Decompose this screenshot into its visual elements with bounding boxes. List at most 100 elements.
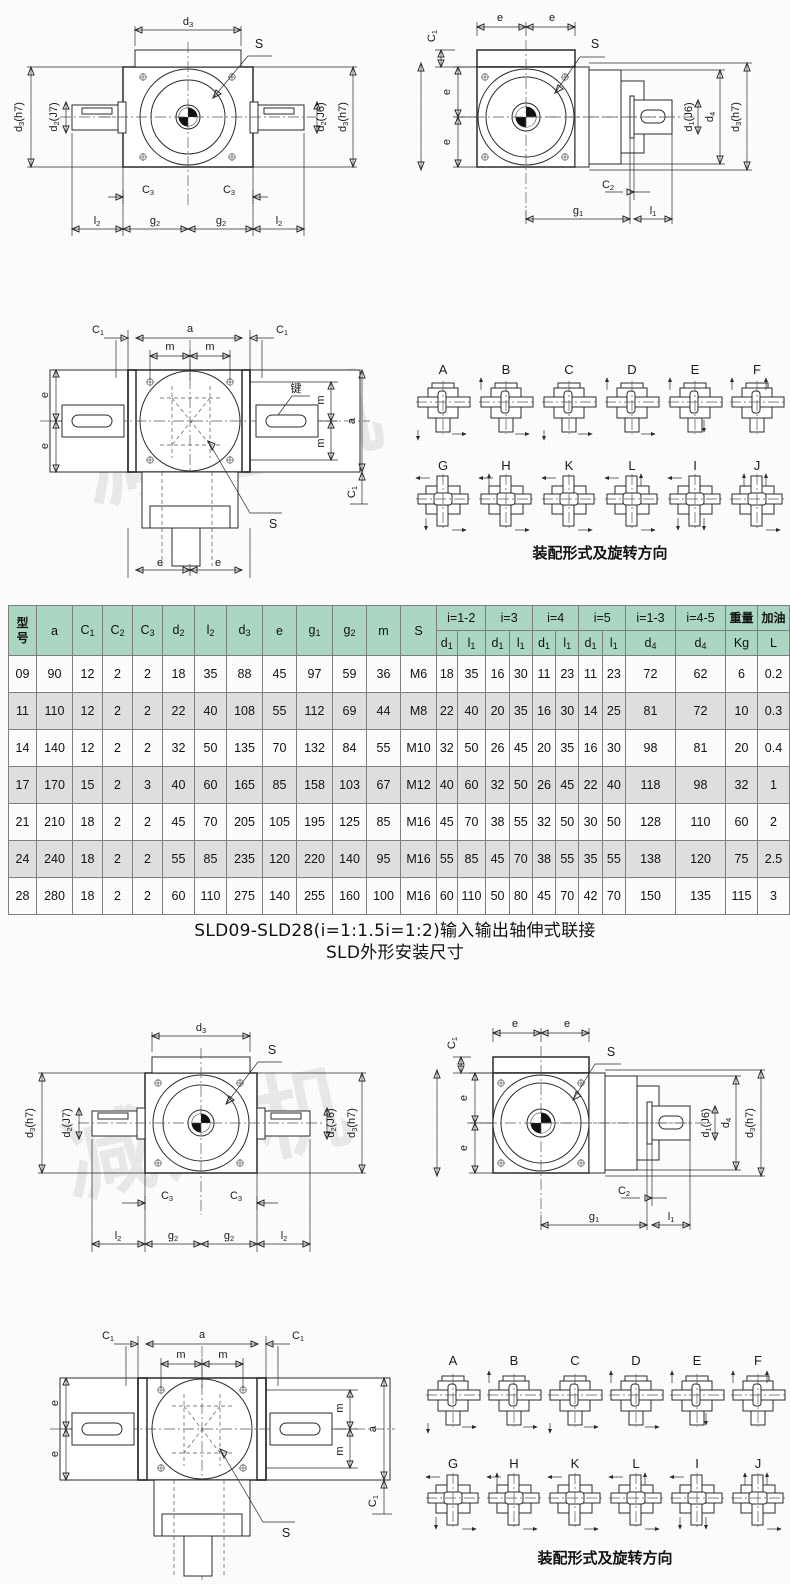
table-cell: 81	[675, 729, 726, 767]
th-kg: Kg	[725, 630, 758, 656]
svg-text:C1: C1	[367, 1495, 380, 1507]
table-cell: 45	[436, 803, 458, 841]
svg-text:g2: g2	[168, 1230, 178, 1243]
table-cell: 21	[8, 803, 37, 841]
table-cell: 14	[578, 692, 603, 730]
table-cell: 70	[555, 877, 580, 915]
table-cell: 2	[102, 729, 133, 767]
table-cell: 84	[332, 729, 367, 767]
drawing-bottom-left: d3 S d3(h7) d2(J7) d2(J6) d3(h7) C3 C3 l…	[0, 1000, 395, 1280]
table-cell: 2	[102, 655, 133, 693]
table-cell: 105	[262, 803, 297, 841]
table-cell: 255	[296, 877, 333, 915]
table-cell: 112	[296, 692, 333, 730]
table-cell: 3	[132, 766, 163, 804]
table-cell: 70	[456, 803, 487, 841]
svg-text:e: e	[549, 12, 555, 24]
table-cell: 110	[194, 877, 227, 915]
table-cell: 2	[132, 729, 163, 767]
table-cell: 16	[578, 729, 603, 767]
table-cell: 30	[578, 803, 603, 841]
mounting-forms-top: A B C D E F G H K L I J 装配形式及旋转方向	[410, 358, 790, 563]
svg-text:g2: g2	[224, 1230, 234, 1243]
table-cell: 140	[262, 877, 297, 915]
svg-text:C1: C1	[446, 1037, 459, 1049]
table-cell: 110	[456, 877, 487, 915]
svg-text:H: H	[501, 458, 510, 473]
th-group-i13: i=1-3	[625, 605, 676, 631]
table-cell: 40	[456, 692, 487, 730]
table-cell: 70	[601, 877, 627, 915]
table-cell: 17	[8, 766, 37, 804]
svg-text:m: m	[165, 341, 174, 353]
th-group-i5: i=5	[578, 605, 626, 631]
table-cell: 45	[555, 766, 580, 804]
table-cell: 195	[296, 803, 333, 841]
svg-text:E: E	[693, 1353, 702, 1368]
svg-text:g1: g1	[573, 205, 583, 218]
svg-text:B: B	[502, 362, 511, 377]
table-cell: M8	[400, 692, 437, 730]
svg-text:F: F	[754, 1353, 762, 1368]
th-c3: C3	[132, 605, 163, 656]
mounting-forms-bottom: A B C D E F G H K L I J 装配形式及旋转方向	[420, 1335, 790, 1580]
svg-text:d3: d3	[183, 16, 193, 29]
table-cell: 95	[366, 840, 401, 878]
table-cell: 55	[555, 840, 580, 878]
svg-text:l2: l2	[94, 215, 101, 228]
svg-text:e: e	[512, 1018, 518, 1030]
table-cell: 2	[757, 803, 790, 841]
th-c1: C1	[72, 605, 103, 656]
svg-text:K: K	[571, 1456, 580, 1471]
table-cell: 50	[456, 729, 487, 767]
table-cell: 36	[366, 655, 401, 693]
svg-text:m: m	[315, 395, 327, 404]
table-cell: 35	[194, 655, 227, 693]
svg-text:m: m	[334, 1446, 346, 1455]
table-cell: 40	[194, 692, 227, 730]
table-cell: 22	[578, 766, 603, 804]
table-cell: 11	[578, 655, 603, 693]
table-cell: 44	[366, 692, 401, 730]
table-cell: 70	[262, 729, 297, 767]
svg-text:G: G	[438, 458, 448, 473]
th-s: S	[400, 605, 437, 656]
table-cell: 97	[296, 655, 333, 693]
table-cell: 75	[725, 840, 758, 878]
table-cell: 11	[8, 692, 37, 730]
table-cell: M10	[400, 729, 437, 767]
svg-text:C3: C3	[223, 184, 235, 197]
th-g1: g1	[296, 605, 333, 656]
table-cell: 110	[36, 692, 73, 730]
table-cell: 240	[36, 840, 73, 878]
svg-text:L: L	[628, 458, 635, 473]
table-cell: 55	[508, 803, 533, 841]
table-cell: M16	[400, 803, 437, 841]
svg-text:I: I	[695, 1456, 699, 1471]
table-cell: 55	[162, 840, 195, 878]
table-cell: 32	[725, 766, 758, 804]
table-cell: 115	[725, 877, 758, 915]
mounting-caption-top: 装配形式及旋转方向	[531, 544, 667, 562]
table-cell: 2	[132, 655, 163, 693]
table-cell: 70	[508, 840, 533, 878]
svg-text:d3: d3	[196, 1022, 206, 1035]
svg-text:S: S	[268, 1043, 276, 1057]
svg-text:l1: l1	[650, 205, 657, 218]
mounting-caption-bottom: 装配形式及旋转方向	[536, 1549, 672, 1567]
svg-text:H: H	[509, 1456, 518, 1471]
table-cell: 12	[72, 655, 103, 693]
svg-text:J: J	[754, 458, 761, 473]
svg-text:S: S	[269, 517, 277, 531]
table-cell: 135	[226, 729, 263, 767]
th-c2: C2	[102, 605, 133, 656]
table-cell: 2	[132, 803, 163, 841]
th-group-i12: i=1-2	[435, 605, 487, 631]
table-cell: M6	[400, 655, 437, 693]
svg-text:d4: d4	[720, 1118, 733, 1128]
table-cell: 42	[578, 877, 603, 915]
table-cell: 50	[485, 877, 510, 915]
svg-text:g2: g2	[150, 215, 160, 228]
